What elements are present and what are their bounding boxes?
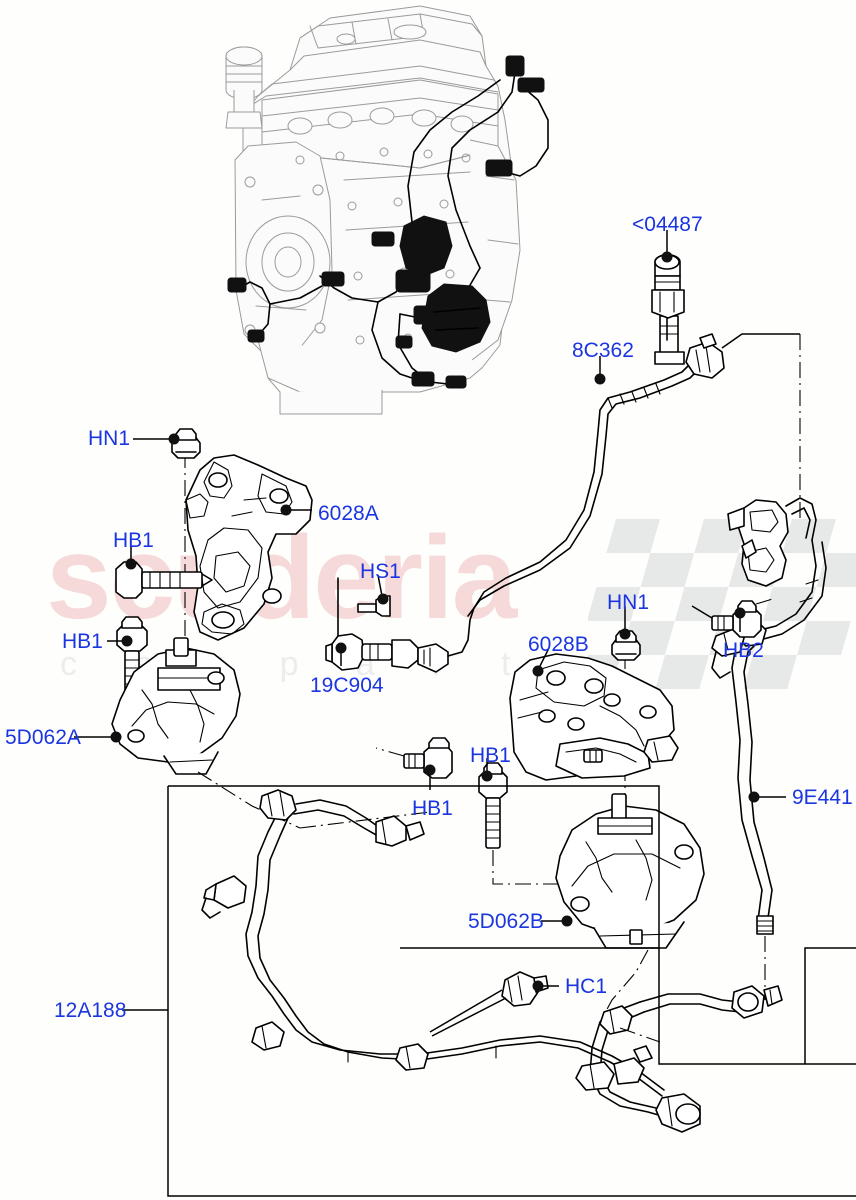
sensor-standpipe: [654, 315, 685, 365]
mount-5d062b: [555, 793, 705, 949]
callout-label-hn1-right[interactable]: HN1: [607, 591, 650, 614]
hose-clip-12a188-mid: [201, 875, 247, 919]
callout-label-5d062b[interactable]: 5D062B: [468, 910, 544, 933]
callout-label-hb1-d[interactable]: HB1: [470, 744, 511, 767]
callout-label-hb2[interactable]: HB2: [723, 639, 764, 662]
hose-connector-12a188-right: [375, 815, 425, 847]
right-bracket-and-hose: [691, 497, 827, 1000]
callout-label-12a188[interactable]: 12A188: [54, 999, 127, 1022]
hose-clip-12a188-lower-left: [251, 1021, 285, 1051]
callout-label-hc1[interactable]: HC1: [565, 975, 608, 998]
hose-clip-inner: [599, 1005, 633, 1035]
callout-label-hn1-left[interactable]: HN1: [88, 427, 131, 450]
engine-assembly-illustration: [225, 5, 549, 415]
hose-elbow-fitting: [685, 333, 725, 379]
bracket-6028b: [509, 653, 679, 781]
bracket-6028a: [185, 454, 313, 641]
mount-5d062a: [111, 637, 241, 775]
callout-label-hb1-b[interactable]: HB1: [62, 630, 103, 653]
hose-assembly-12a188: [201, 789, 783, 1133]
callout-label-6028b[interactable]: 6028B: [528, 633, 589, 656]
callout-label-6028a[interactable]: 6028A: [318, 502, 379, 525]
right-engine-mount-group: [375, 630, 705, 1023]
callout-label-8c362[interactable]: 8C362: [572, 339, 634, 362]
group-boundary-boxes: [167, 785, 856, 1197]
callout-label-19c904[interactable]: 19C904: [310, 674, 384, 697]
hose-clip-12a188-lower-mid: [395, 1043, 429, 1071]
callout-label-hb1-a[interactable]: HB1: [113, 529, 154, 552]
right-mount-bracket: [727, 499, 789, 587]
callout-label-9e441[interactable]: 9E441: [792, 786, 853, 809]
hose-tip-9e441: [756, 915, 774, 935]
hose-loop-upper-right: [599, 985, 783, 1035]
connector-body: [325, 633, 449, 673]
callout-label-hs1[interactable]: HS1: [360, 560, 401, 583]
connector-19c904-group: [325, 577, 475, 673]
hose-end-connector: [655, 1093, 701, 1133]
hb1-bolt-upper: [115, 561, 213, 599]
callout-label-5d062a[interactable]: 5D062A: [5, 726, 81, 749]
hb1-bolt-right-horizontal: [375, 737, 453, 779]
left-engine-mount-group: [111, 428, 313, 829]
callout-leaders: [74, 230, 786, 1011]
callout-label-hb1-c[interactable]: HB1: [412, 797, 453, 820]
hose-tee-fitting: [575, 1045, 653, 1091]
callout-label-04487[interactable]: <04487: [632, 213, 703, 236]
hose-elbow-12a188-top: [259, 789, 297, 821]
